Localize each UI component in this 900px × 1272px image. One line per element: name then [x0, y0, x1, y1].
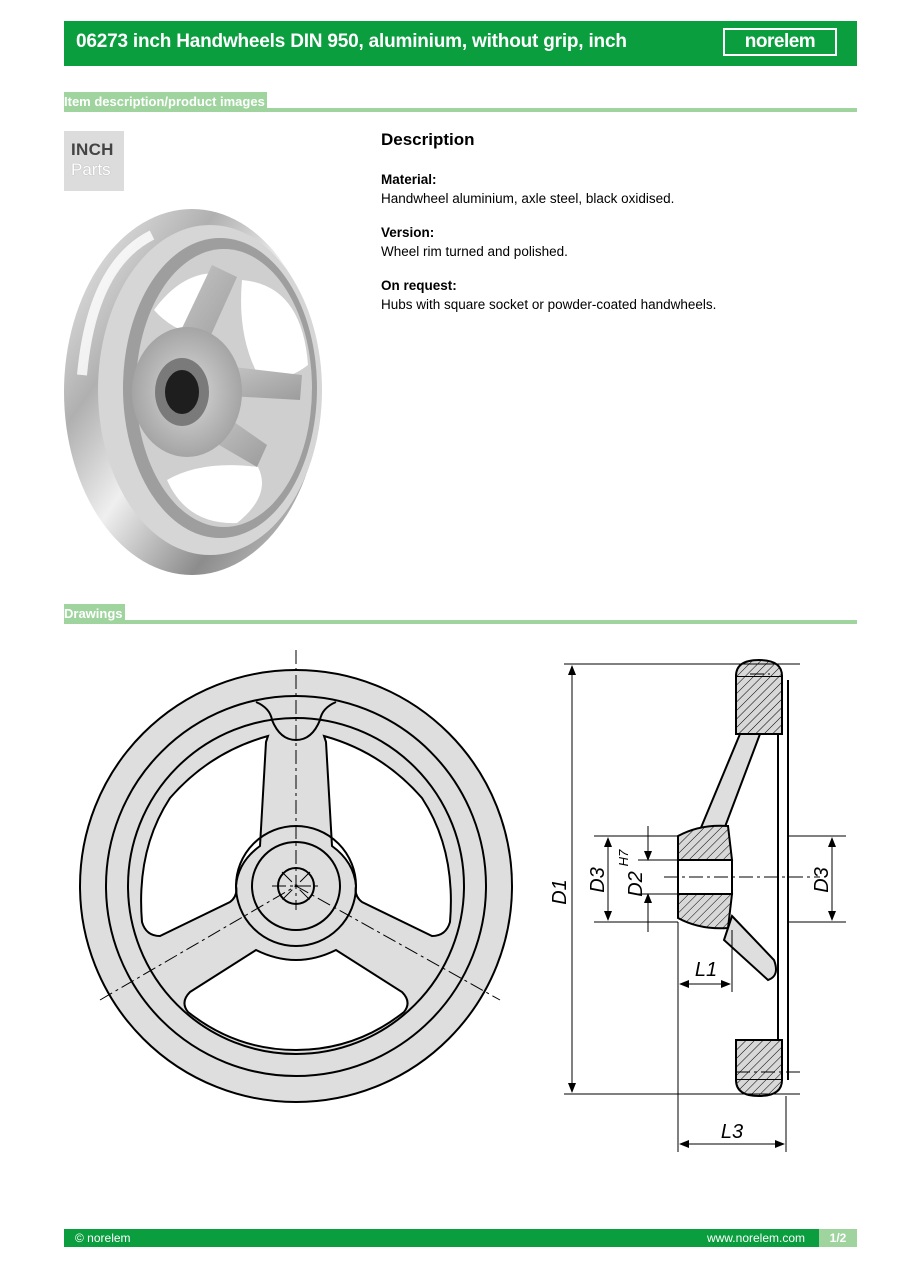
front-view	[79, 650, 513, 1103]
badge-line2: Parts	[71, 160, 111, 179]
section-title: Item description/product images	[64, 92, 267, 112]
section-drawings: Drawings	[64, 604, 857, 624]
section-title: Drawings	[64, 604, 125, 624]
handwheel-product-image	[64, 209, 322, 575]
norelem-logo: norelem	[723, 28, 837, 56]
on-request-key: On request:	[381, 278, 457, 293]
label-l1: L1	[695, 959, 717, 981]
material-value: Handwheel aluminium, axle steel, black o…	[381, 191, 675, 206]
label-d2-tolerance: H7	[616, 849, 631, 866]
label-d2: D2	[625, 871, 647, 897]
description-heading: Description	[381, 130, 475, 149]
description-version: Version: Wheel rim turned and polished.	[381, 223, 841, 261]
technical-drawing: D1 D3 D2 H7 D3 L1 L3	[79, 650, 846, 1152]
badge-line1: INCH	[71, 140, 114, 159]
page-number: 1/2	[819, 1229, 857, 1247]
on-request-value: Hubs with square socket or powder-coated…	[381, 297, 717, 312]
footer-bar: © norelem www.norelem.com 1/2	[64, 1229, 857, 1247]
label-l3: L3	[721, 1121, 743, 1143]
footer-copyright: © norelem	[75, 1231, 131, 1245]
side-view	[564, 658, 846, 1152]
description-on-request: On request: Hubs with square socket or p…	[381, 276, 841, 314]
description-material: Material: Handwheel aluminium, axle stee…	[381, 170, 841, 208]
label-d3-left: D3	[587, 867, 609, 893]
label-d3-right: D3	[811, 867, 833, 893]
page-title: 06273 inch Handwheels DIN 950, aluminium…	[76, 31, 627, 52]
description-panel: Description Material: Handwheel aluminiu…	[381, 130, 841, 329]
section-item-description: Item description/product images	[64, 92, 857, 112]
inch-parts-badge: INCH Parts	[64, 131, 124, 191]
footer-url[interactable]: www.norelem.com	[706, 1231, 805, 1245]
header-bar: 06273 inch Handwheels DIN 950, aluminium…	[64, 21, 857, 66]
label-d1: D1	[549, 879, 571, 905]
version-key: Version:	[381, 225, 435, 240]
material-key: Material:	[381, 172, 437, 187]
version-value: Wheel rim turned and polished.	[381, 244, 568, 259]
